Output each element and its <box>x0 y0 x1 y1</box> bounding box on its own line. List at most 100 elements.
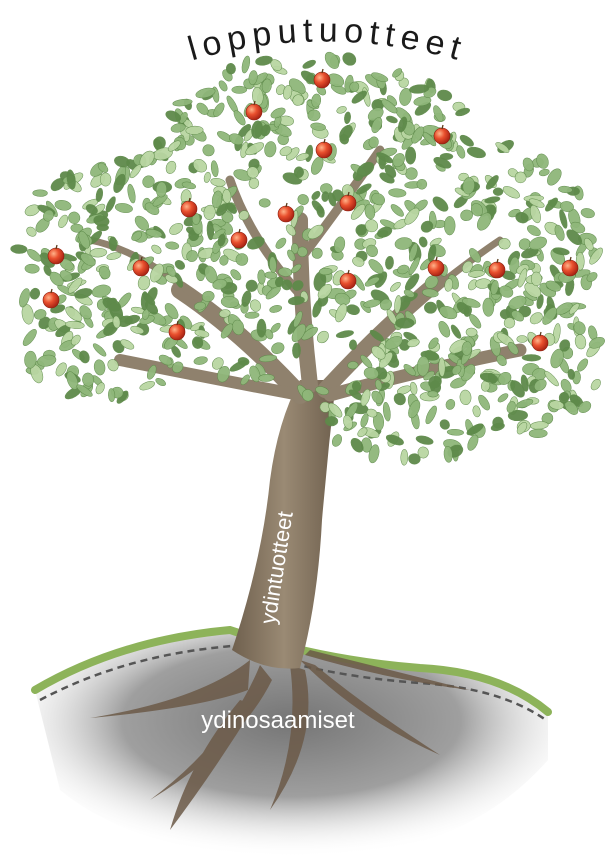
leaf <box>25 264 40 274</box>
leaf <box>263 141 277 158</box>
leaf <box>33 190 48 197</box>
leaf <box>257 270 266 285</box>
roots-label: ydinosaamiset <box>201 707 355 734</box>
leaf <box>438 418 452 432</box>
apple-icon <box>43 289 59 308</box>
apple-icon <box>489 259 505 278</box>
apple-icon <box>48 245 64 264</box>
apple-icon <box>278 203 294 222</box>
leaf <box>210 177 226 187</box>
leaf <box>310 190 322 202</box>
leaf <box>241 55 252 74</box>
leaf <box>438 358 445 377</box>
leaf <box>137 275 151 291</box>
leaf <box>436 319 452 338</box>
leaf <box>496 392 509 404</box>
leaf <box>173 258 186 271</box>
leaf <box>319 268 332 275</box>
leaf <box>126 184 136 204</box>
leaf <box>245 279 258 292</box>
leaf <box>270 341 286 356</box>
leaf <box>54 199 72 211</box>
leaf <box>389 202 405 218</box>
leaf <box>265 271 278 279</box>
leaf <box>415 434 434 446</box>
leaf <box>257 319 266 337</box>
leaf <box>259 198 270 207</box>
leaf <box>538 168 550 177</box>
leaf <box>444 398 456 411</box>
leaf <box>558 186 573 194</box>
leaf <box>325 416 338 426</box>
leaf <box>200 142 216 158</box>
leaf <box>90 248 108 258</box>
leaf <box>255 55 274 67</box>
leaf <box>416 178 428 190</box>
leaf <box>269 304 283 314</box>
leaf <box>459 390 471 406</box>
leaf <box>232 86 247 93</box>
leaf <box>436 89 452 102</box>
leaf <box>424 302 437 314</box>
leaf <box>294 167 304 178</box>
leaf <box>91 342 107 358</box>
leaf <box>405 147 416 164</box>
leaf <box>580 207 596 219</box>
leaf <box>440 153 453 159</box>
leaf <box>574 334 587 350</box>
leaf <box>447 429 464 436</box>
leaf <box>296 192 311 206</box>
leaf <box>529 429 547 438</box>
leaf <box>10 244 27 254</box>
leaf <box>154 377 167 388</box>
leaf <box>340 50 358 68</box>
leaf <box>167 221 184 237</box>
leaf <box>449 323 463 340</box>
leaf <box>292 343 300 359</box>
leaf <box>484 195 500 204</box>
leaf <box>430 194 450 214</box>
leaf <box>466 328 478 337</box>
leaf <box>139 380 156 392</box>
leaf <box>150 243 163 255</box>
leaf <box>395 318 414 328</box>
leaf <box>401 449 408 465</box>
leaf <box>385 115 398 125</box>
leaf <box>385 256 395 270</box>
leaf <box>95 188 104 203</box>
leaf <box>428 391 439 397</box>
leaf <box>517 335 528 342</box>
leaf <box>501 184 521 201</box>
leaf <box>493 188 503 196</box>
leaf <box>203 172 211 184</box>
leaf <box>164 160 177 175</box>
apple-icon <box>231 229 247 248</box>
leaf <box>245 312 260 319</box>
leaf <box>444 216 455 235</box>
leaf <box>466 145 487 160</box>
apple-icon <box>316 139 332 158</box>
leaf <box>589 377 603 391</box>
leaf <box>525 223 542 238</box>
apple-icon <box>314 69 330 88</box>
leaf <box>181 181 196 190</box>
leaf <box>467 313 483 331</box>
leaf <box>193 356 208 366</box>
leaf <box>336 329 355 339</box>
leaf <box>106 251 122 261</box>
leaf <box>575 357 590 373</box>
leaf <box>67 210 82 225</box>
leaf <box>274 236 288 250</box>
leaf <box>91 283 112 299</box>
leaf <box>330 433 343 448</box>
leaf <box>363 298 381 309</box>
leaf <box>23 203 41 218</box>
leaf <box>28 287 41 301</box>
leaf <box>424 404 439 425</box>
leaf <box>389 281 402 294</box>
leaf <box>344 111 352 124</box>
leaf <box>345 303 361 316</box>
leaf <box>388 188 406 198</box>
leaf <box>210 160 219 177</box>
